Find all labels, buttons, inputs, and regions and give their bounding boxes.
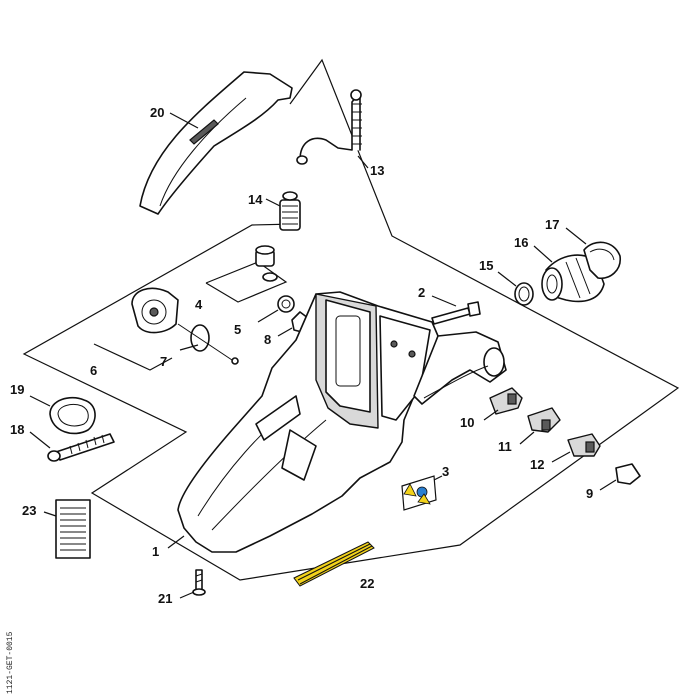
label-20: 20 [150, 105, 164, 120]
part-5-plug [257, 295, 295, 323]
part-10-buffer [483, 387, 523, 421]
label-22: 22 [360, 576, 374, 591]
label-15: 15 [479, 258, 493, 273]
label-1: 1 [152, 544, 159, 559]
label-9: 9 [586, 486, 593, 501]
part-13-fuel-hose [296, 89, 369, 169]
label-17: 17 [545, 217, 559, 232]
part-3-warning-decal [401, 475, 443, 511]
label-6: 6 [90, 363, 97, 378]
group-frame-6-7 [93, 343, 173, 371]
group-frame-4 [205, 261, 288, 303]
label-12: 12 [530, 457, 544, 472]
label-7: 7 [160, 354, 167, 369]
part-6-oil-pump [131, 287, 239, 365]
label-23: 23 [22, 503, 36, 518]
label-8: 8 [264, 332, 271, 347]
label-5: 5 [234, 322, 241, 337]
part-2-screw [431, 295, 481, 325]
part-4-valve [255, 245, 278, 282]
label-10: 10 [460, 415, 474, 430]
label-4: 4 [195, 297, 203, 312]
part-19-gasket [29, 395, 96, 435]
part-18-bolt [29, 431, 115, 462]
label-21: 21 [158, 591, 172, 606]
label-11: 11 [498, 439, 512, 454]
part-22-decal-strip [293, 541, 375, 587]
part-15-ring [497, 271, 534, 306]
part-23-label-sheet [43, 499, 91, 559]
label-14: 14 [248, 192, 263, 207]
part-21-screw [179, 569, 206, 599]
drawing-code: 1121-GET-0015 [6, 631, 15, 694]
part-1-crankcase [167, 291, 507, 553]
part-17-clamp [565, 227, 621, 280]
group-frame-upper [22, 58, 680, 581]
label-2: 2 [418, 285, 425, 300]
label-19: 19 [10, 382, 24, 397]
part-12-buffer [551, 433, 601, 463]
label-3: 3 [442, 464, 449, 479]
label-13: 13 [370, 163, 384, 178]
label-18: 18 [10, 422, 24, 437]
part-9-stop [599, 463, 641, 491]
part-11-buffer [519, 407, 561, 445]
part-20-handle [139, 71, 293, 215]
part-14-fuel-filter [265, 191, 301, 231]
part-labels: 20 13 14 17 16 15 2 4 5 8 7 6 19 10 18 1… [10, 105, 593, 606]
label-16: 16 [514, 235, 528, 250]
